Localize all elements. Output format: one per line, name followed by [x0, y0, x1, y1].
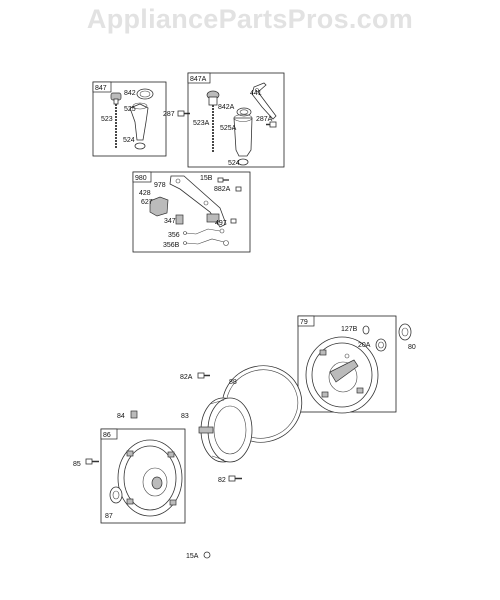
label-127B: 127B [341, 326, 358, 333]
tube-525A-part [233, 117, 253, 157]
label-842A: 842A [218, 104, 235, 111]
label-83: 83 [181, 413, 189, 420]
label-497: 497 [215, 220, 227, 227]
label-88: 88 [229, 379, 237, 386]
label-523A: 523A [193, 120, 210, 127]
oring-842-part [136, 88, 154, 100]
group-980-tag: 980 [135, 175, 147, 182]
group-79: 79 127B 20A [297, 315, 397, 414]
group-980: 980 15B 978 882A 428 627 347 497 356 356… [132, 171, 251, 253]
label-287A: 287A [256, 116, 273, 123]
group-86-tag: 86 [103, 432, 111, 439]
label-627: 627 [141, 199, 153, 206]
label-287: 287 [163, 111, 175, 118]
group-847A-tag: 847A [190, 76, 207, 83]
label-356: 356 [168, 232, 180, 239]
label-524-847A: 524 [228, 160, 240, 167]
wire-356B-part [185, 238, 225, 245]
label-82: 82 [218, 477, 226, 484]
rotor-83-part [198, 397, 253, 463]
label-15A: 15A [186, 553, 199, 560]
bolt-82A-part [197, 372, 210, 379]
group-847-tag: 847 [95, 85, 107, 92]
label-347: 347 [164, 218, 176, 225]
nut-84-part [130, 410, 138, 419]
label-523: 523 [101, 116, 113, 123]
bolt-287-part [177, 110, 190, 117]
label-525A: 525A [220, 125, 237, 132]
label-428: 428 [139, 190, 151, 197]
group-847A: 847A 441 842A 523A 525A 287A 524 [187, 72, 285, 168]
label-87: 87 [105, 513, 113, 520]
label-85: 85 [73, 461, 81, 468]
clip-347-part [175, 214, 184, 225]
label-84: 84 [117, 413, 125, 420]
cover-86-part [117, 439, 183, 517]
gear-cap-part [206, 90, 220, 106]
oring-524-part [134, 142, 146, 150]
label-356B: 356B [163, 242, 180, 249]
housing-79-part [305, 336, 379, 414]
label-524: 524 [123, 137, 135, 144]
label-525: 525 [124, 106, 136, 113]
bracket-441-part [251, 82, 277, 120]
label-882A: 882A [214, 186, 231, 193]
label-441: 441 [250, 90, 262, 97]
label-80: 80 [408, 344, 416, 351]
wire-356-part [185, 228, 221, 235]
seal-87-part [109, 486, 123, 504]
dipstick-cap-part [110, 92, 122, 105]
washer-80-part [398, 323, 412, 341]
group-847: 847 842 525 523 524 [92, 81, 167, 157]
label-20A: 20A [358, 342, 371, 349]
label-15B: 15B [200, 175, 213, 182]
group-86: 86 87 [100, 428, 186, 524]
seal-20A-part [375, 338, 387, 352]
bolt-85-part [85, 458, 99, 465]
label-82A: 82A [180, 374, 193, 381]
bolt-82-part [228, 475, 242, 482]
screw-15A-part [203, 551, 211, 559]
tube-525-part [129, 103, 149, 141]
label-842: 842 [124, 90, 136, 97]
group-79-tag: 79 [300, 319, 308, 326]
label-978: 978 [154, 182, 166, 189]
watermark-logo: AppliancePartsPros.com [86, 4, 414, 34]
lever-627-part [149, 196, 169, 217]
